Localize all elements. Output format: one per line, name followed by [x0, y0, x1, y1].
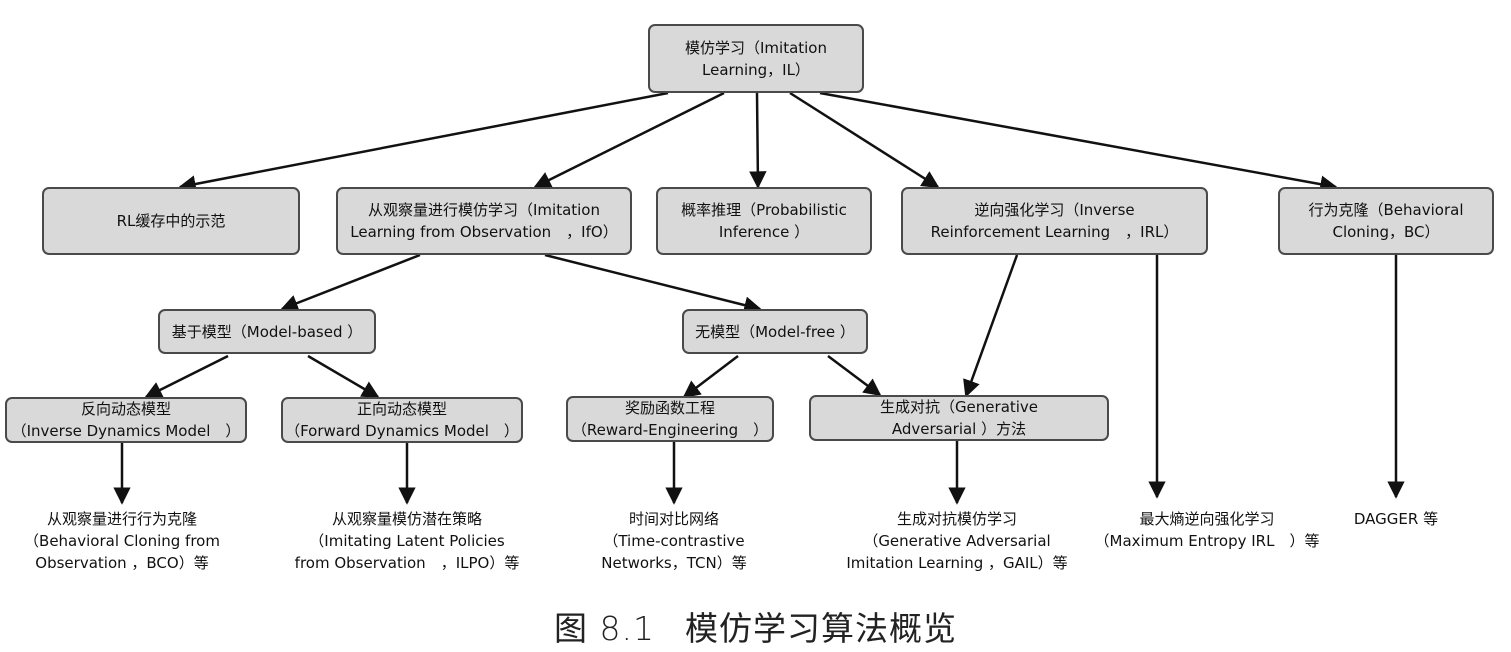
node-inverse-dynamics[interactable]: 反向动态模型 （Inverse Dynamics Model ）: [5, 397, 247, 443]
node-model-free[interactable]: 无模型（Model-free ）: [682, 309, 868, 354]
edge-root-irl: [789, 91, 940, 189]
leaf-dagger: DAGGER 等: [1353, 510, 1439, 528]
leaf-maxent-irl: 最大熵逆向强化学习 （Maximum Entropy IRL ）等: [1094, 510, 1320, 550]
edge-model-based-forward: [307, 354, 380, 399]
edge-root-rl-cache: [178, 91, 669, 193]
edge-irl-gen-adv: [963, 254, 1019, 398]
figure-title: 模仿学习算法概览: [684, 609, 957, 648]
edge-model-based-inverse: [144, 354, 229, 399]
node-irl[interactable]: 逆向强化学习（Inverse Reinforcement Learning ，I…: [901, 187, 1208, 255]
edge-root-bc: [819, 91, 1338, 193]
edge-root-ifo: [533, 91, 725, 189]
figure-number: 图 8.1: [554, 609, 655, 648]
node-behavioral-cloning[interactable]: 行为克隆（Behavioral Cloning，BC）: [1278, 187, 1494, 255]
edge-root-prob: [749, 92, 767, 189]
edge-model-free-gen-adv: [827, 355, 882, 397]
node-reward-engineering[interactable]: 奖励函数工程 （Reward-Engineering ）: [566, 396, 774, 442]
leaf-bco: 从观察量进行行为克隆 （Behavioral Cloning from Obse…: [24, 510, 220, 572]
edge-ifo-model-based: [280, 253, 421, 312]
node-model-based[interactable]: 基于模型（Model-based ）: [158, 309, 376, 354]
leaf-ilpo: 从观察量模仿潜在策略 （Imitating Latent Policies fr…: [294, 510, 520, 572]
figure-caption: 图 8.1 模仿学习算法概览: [0, 602, 1511, 650]
node-probabilistic-inference[interactable]: 概率推理（Probabilistic Inference ）: [656, 187, 872, 255]
node-generative-adversarial[interactable]: 生成对抗（Generative Adversarial ）方法: [809, 395, 1109, 441]
leaf-gail: 生成对抗模仿学习 （Generative Adversarial Imitati…: [846, 510, 1068, 572]
edge-ifo-model-free: [544, 253, 762, 314]
leaf-tcn: 时间对比网络 （Time-contrastive Networks，TCN）等: [601, 510, 747, 572]
node-imitation-learning[interactable]: 模仿学习（Imitation Learning，IL）: [648, 24, 864, 93]
edge-model-free-reward: [682, 355, 739, 399]
node-forward-dynamics[interactable]: 正向动态模型 （Forward Dynamics Model ）: [281, 397, 523, 443]
node-ifo[interactable]: 从观察量进行模仿学习（Imitation Learning from Obser…: [336, 187, 632, 255]
node-rl-cache-demo[interactable]: RL缓存中的示范: [42, 187, 300, 255]
